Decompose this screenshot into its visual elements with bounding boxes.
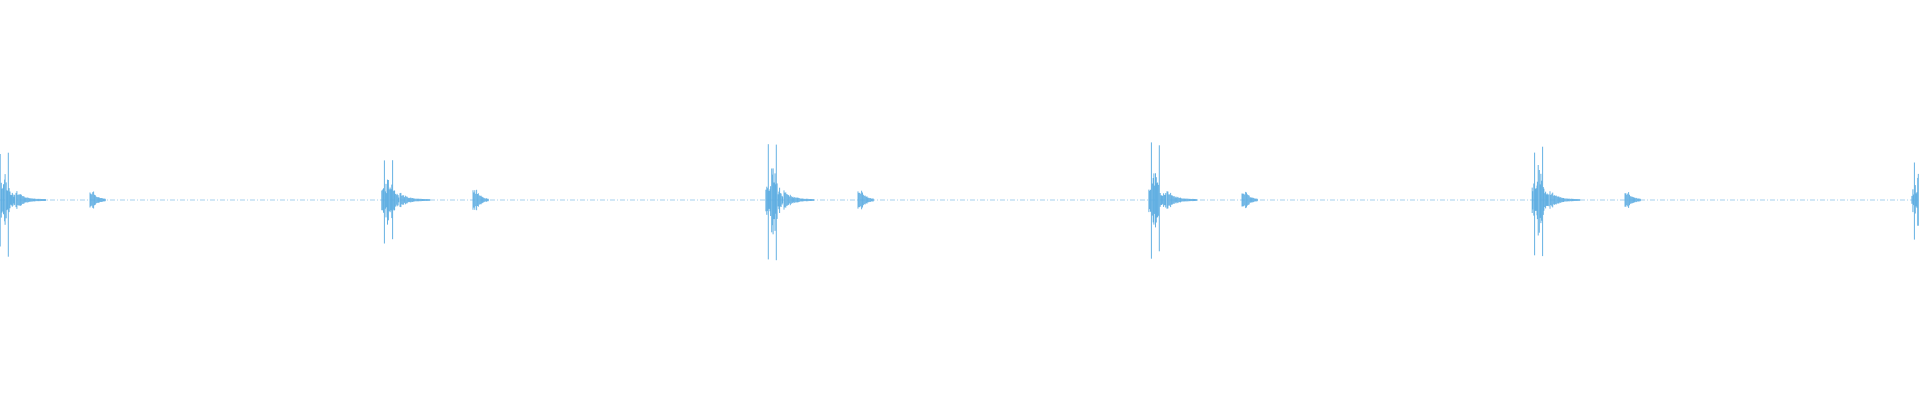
waveform-major-transient	[1531, 146, 1581, 257]
waveform-minor-transient	[1241, 191, 1258, 209]
waveform-beats	[0, 142, 1919, 261]
waveform-major-transient	[1148, 142, 1198, 259]
waveform-major-transient	[765, 144, 815, 261]
waveform-major-transient	[1911, 162, 1919, 240]
waveform-minor-transient	[89, 191, 106, 209]
waveform-minor-transient	[1624, 192, 1641, 208]
waveform-major-transient	[0, 152, 47, 257]
waveform-minor-transient	[857, 190, 874, 210]
waveform-minor-transient	[472, 189, 489, 211]
waveform-major-transient	[381, 160, 431, 244]
